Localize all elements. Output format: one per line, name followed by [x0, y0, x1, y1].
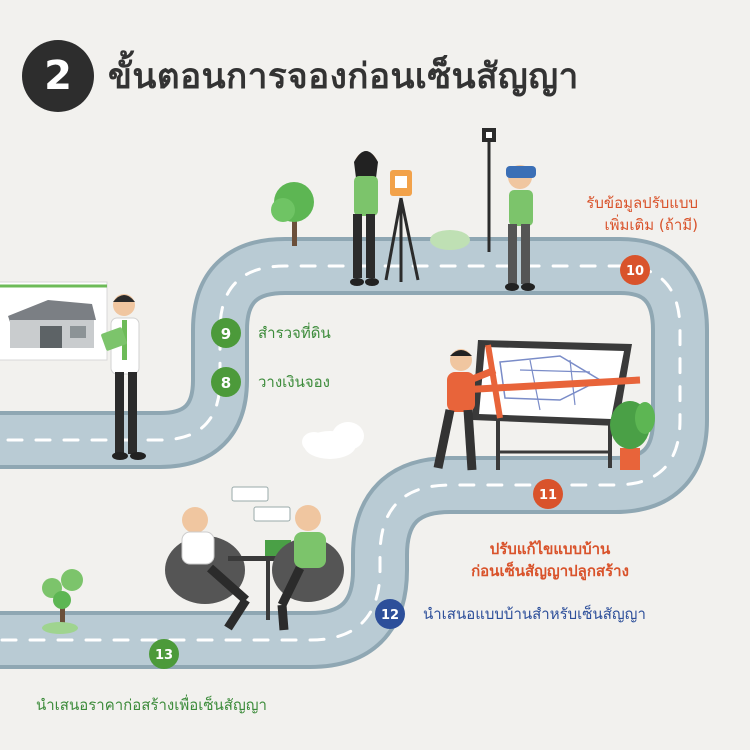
step-10-label: รับข้อมูลปรับแบบ เพิ่มเติม (ถ้ามี)	[586, 192, 698, 236]
tree	[271, 182, 314, 246]
surveying-rod	[482, 128, 496, 252]
road	[0, 237, 709, 669]
cloud	[302, 422, 364, 459]
section-number-badge: 2	[22, 40, 94, 112]
step-11-label-line1: ปรับแก้ไขแบบบ้าน	[489, 540, 611, 558]
woman-surveyor-figure	[350, 151, 379, 286]
step-12-label: นำเสนอแบบบ้านสำหรับเซ็นสัญญา	[423, 605, 646, 623]
step-11-label-line2: ก่อนเซ็นสัญญาปลูกสร้าง	[471, 562, 629, 580]
step-number: 12	[381, 608, 399, 623]
meeting-scene	[165, 486, 344, 631]
bush	[430, 230, 470, 250]
step-9-label: สำรวจที่ดิน	[258, 324, 331, 342]
man-with-tablet-figure	[101, 294, 146, 460]
step-number: 13	[155, 648, 173, 663]
step-marker-8: 8	[211, 367, 241, 397]
drafting-board	[459, 340, 641, 470]
step-number: 8	[221, 374, 231, 392]
step-marker-13: 13	[149, 639, 179, 669]
potted-plant	[610, 401, 655, 470]
step-marker-9: 9	[211, 318, 241, 348]
man-with-vr-headset-figure	[505, 165, 536, 291]
step-number: 10	[626, 264, 644, 279]
theodolite	[384, 170, 420, 282]
step-8-label: วางเงินจอง	[258, 373, 330, 391]
page-title: ขั้นตอนการจองก่อนเซ็นสัญญา	[108, 56, 579, 97]
step-10-label-line2: เพิ่มเติม (ถ้ามี)	[604, 216, 698, 234]
tree	[42, 569, 83, 634]
step-marker-11: 11	[533, 479, 563, 509]
step-marker-12: 12	[375, 599, 405, 629]
step-13-label: นำเสนอราคาก่อสร้างเพื่อเซ็นสัญญา	[36, 696, 267, 714]
step-number: 9	[221, 325, 231, 343]
step-10-label-line1: รับข้อมูลปรับแบบ	[586, 194, 698, 212]
house-picture	[0, 281, 108, 361]
architect-figure	[433, 349, 497, 471]
step-11-label: ปรับแก้ไขแบบบ้าน ก่อนเซ็นสัญญาปลูกสร้าง	[440, 538, 660, 582]
step-marker-10: 10	[620, 255, 650, 285]
step-number: 11	[539, 488, 557, 503]
page-header: 2 ขั้นตอนการจองก่อนเซ็นสัญญา	[22, 40, 579, 112]
